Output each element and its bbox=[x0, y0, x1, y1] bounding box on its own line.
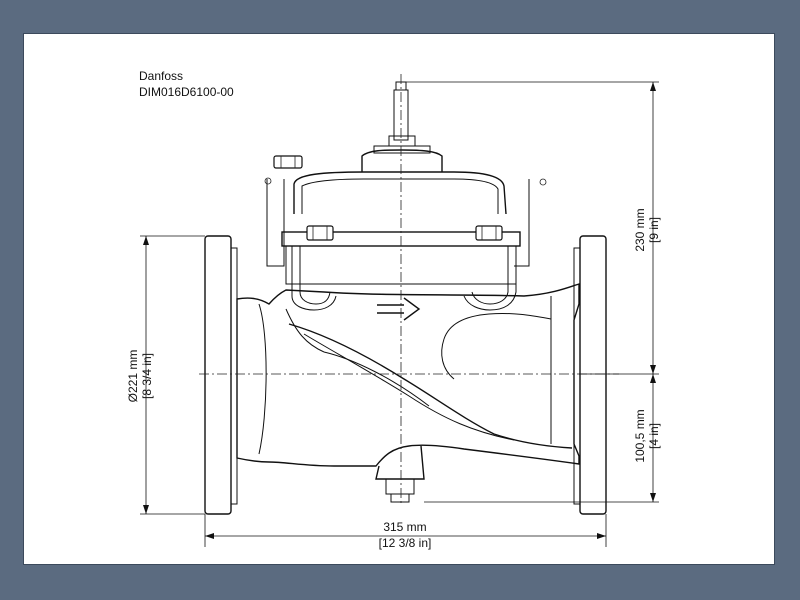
height-top-imperial: [9 in] bbox=[647, 217, 661, 243]
height-top-metric: 230 mm bbox=[633, 208, 647, 251]
length-metric: 315 mm bbox=[383, 520, 426, 534]
dimension-height-bottom: 100,5 mm [4 in] bbox=[424, 374, 661, 503]
valve-body bbox=[204, 235, 607, 515]
dimension-length: 315 mm [12 3/8 in] bbox=[204, 514, 607, 550]
drawing-number-label: DIM016D6100-00 bbox=[139, 85, 234, 99]
height-bottom-imperial: [4 in] bbox=[647, 423, 661, 449]
flange-diameter-imperial: [8 3/4 in] bbox=[140, 353, 154, 399]
height-bottom-metric: 100,5 mm bbox=[633, 409, 647, 462]
dimension-height-top: 230 mm [9 in] bbox=[404, 81, 661, 375]
length-imperial: [12 3/8 in] bbox=[379, 536, 432, 550]
manufacturer-label: Danfoss bbox=[139, 69, 184, 83]
actuator-assembly bbox=[264, 81, 547, 321]
valve-drawing: 230 mm [9 in] 100,5 mm [4 in] Ø221 mm [8… bbox=[126, 74, 661, 550]
flange-diameter-metric: Ø221 mm bbox=[126, 350, 140, 403]
centre-lines bbox=[199, 74, 619, 504]
drawing-sheet: Danfoss DIM016D6100-00 bbox=[23, 33, 775, 565]
dimension-flange-diameter: Ø221 mm [8 3/4 in] bbox=[126, 235, 205, 515]
